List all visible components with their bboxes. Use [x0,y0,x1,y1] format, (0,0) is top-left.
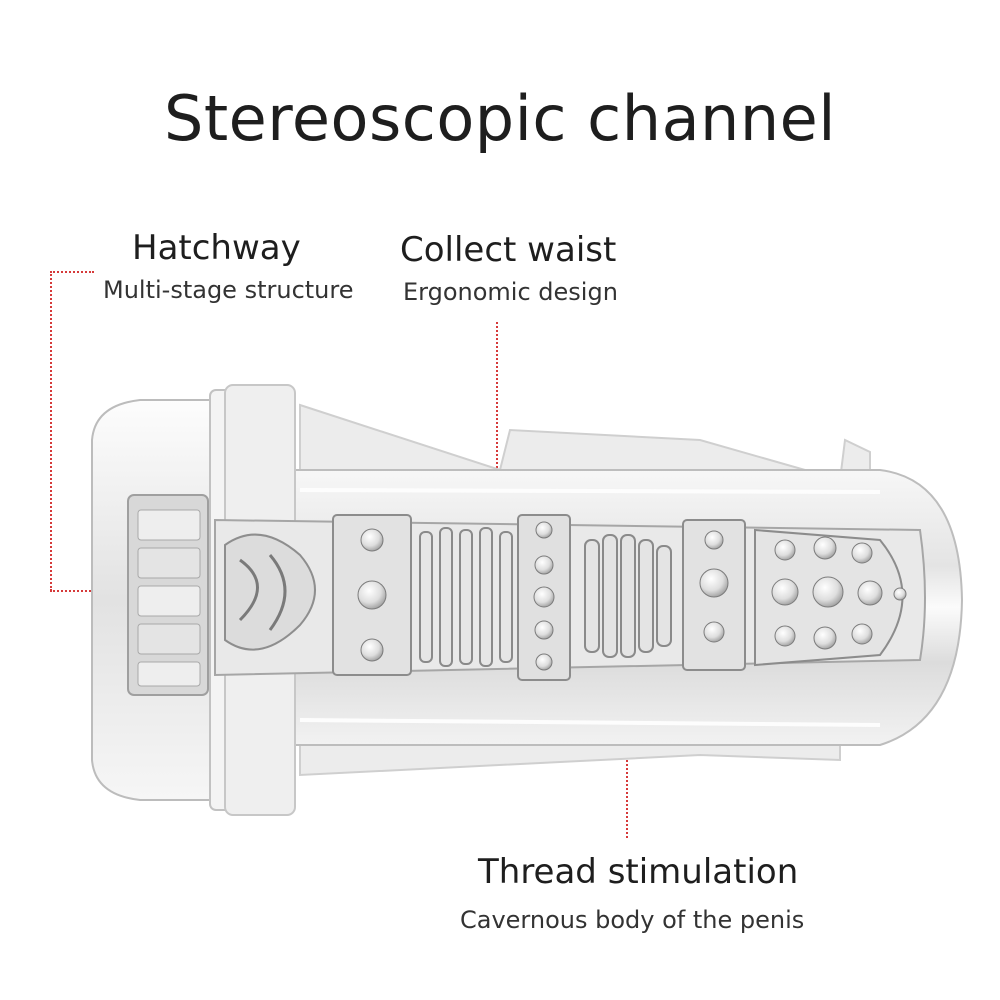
thread-subtitle: Cavernous body of the penis [460,906,805,934]
hatchway-leader-vertical [50,271,52,591]
hatchway-subtitle: Multi-stage structure [103,276,354,304]
page-title: Stereoscopic channel [163,82,837,155]
hatchway-leader-bottom [50,590,142,592]
waist-heading: Collect waist [400,230,617,270]
thread-leader [626,628,628,838]
waist-leader [496,322,498,472]
outer-case [299,403,871,777]
sleeve-body [209,469,964,746]
hatchway-heading: Hatchway [132,228,301,268]
thread-heading: Thread stimulation [478,852,799,892]
internal-channel [214,514,926,681]
waist-subtitle: Ergonomic design [403,278,618,306]
hatchway-leader-top [50,271,94,273]
end-cap [91,384,296,816]
